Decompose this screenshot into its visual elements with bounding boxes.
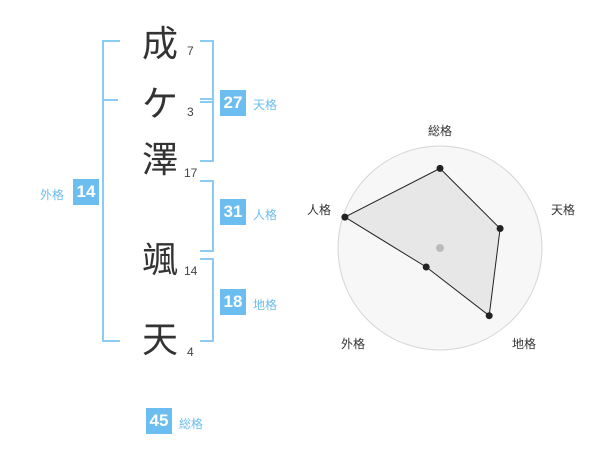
chikaku-value: 18: [220, 289, 246, 315]
soukaku-value: 45: [146, 408, 172, 434]
tenkaku-bracket: [200, 40, 214, 103]
tenkaku-label: 天格: [253, 98, 278, 112]
radar-point: [436, 164, 444, 172]
jinkaku-bracket-lower: [200, 180, 214, 252]
radar-label-chikaku: 地格: [512, 337, 537, 351]
gaikaku-label: 外格: [40, 188, 65, 202]
fortune-radar-chart: [337, 145, 543, 351]
radar-polygon: [343, 167, 501, 317]
stroke-count-3: 17: [184, 166, 198, 180]
jinkaku-value: 31: [220, 199, 246, 225]
name-char-2: ケ: [141, 84, 178, 125]
jinkaku-bracket: [200, 98, 214, 162]
gaikaku-value: 14: [73, 179, 99, 205]
chikaku-label: 地格: [253, 298, 278, 312]
gaikaku-bracket-tick: [104, 99, 118, 101]
radar-point: [422, 263, 430, 271]
radar-point: [496, 225, 504, 232]
radar-center: [436, 244, 444, 252]
radar-label-tenkaku: 天格: [551, 203, 576, 217]
stroke-count-5: 4: [187, 345, 194, 359]
soukaku-label: 総格: [179, 417, 204, 431]
radar-label-gaikaku: 外格: [341, 337, 366, 351]
stroke-count-1: 7: [187, 44, 194, 58]
name-char-1: 成: [141, 24, 178, 65]
stroke-count-2: 3: [187, 105, 194, 119]
radar-point: [485, 312, 493, 320]
chikaku-bracket: [200, 258, 214, 342]
radar-label-jinkaku: 人格: [307, 203, 332, 217]
gaikaku-bracket: [102, 40, 120, 342]
jinkaku-label: 人格: [253, 208, 278, 222]
name-char-5: 天: [141, 320, 178, 361]
tenkaku-value: 27: [220, 90, 246, 116]
radar-point: [341, 213, 349, 221]
name-char-3: 澤: [141, 140, 178, 181]
radar-label-soukaku: 総格: [428, 124, 453, 138]
stroke-count-4: 14: [184, 264, 198, 278]
name-char-4: 颯: [141, 240, 178, 281]
